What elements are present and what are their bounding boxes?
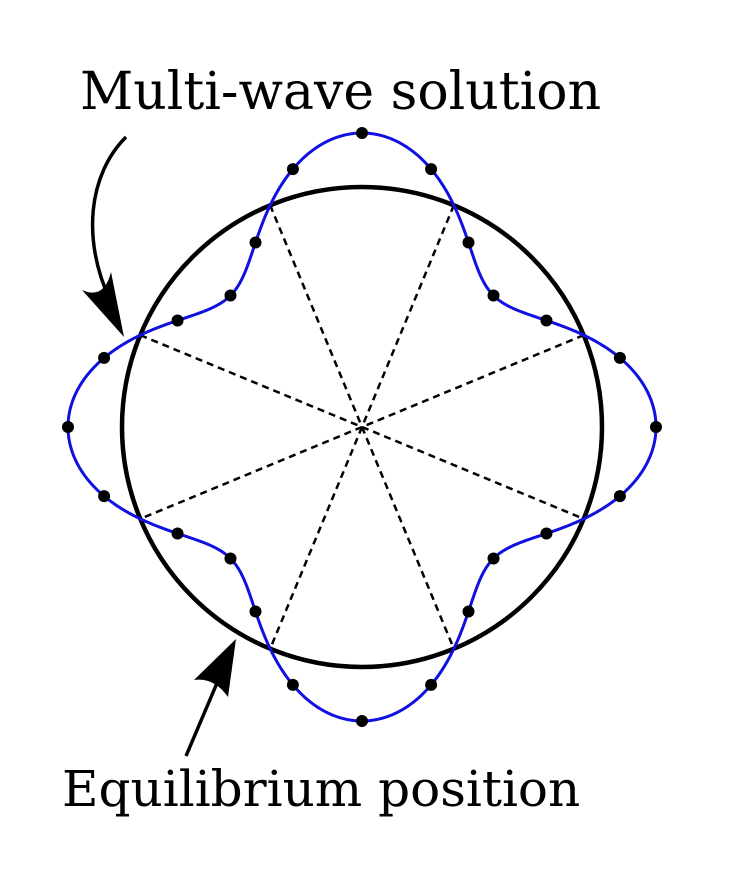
wave-dot — [540, 527, 553, 540]
wave-dot — [62, 421, 74, 433]
wave-dot — [650, 421, 662, 433]
wave-dot — [286, 678, 299, 691]
wave-dot — [487, 552, 500, 565]
wave-dot — [249, 605, 262, 618]
wave-dot — [613, 490, 626, 503]
wave-dot — [171, 527, 184, 540]
spokes — [139, 204, 585, 650]
wave-dot — [224, 552, 237, 565]
equilibrium-circle — [119, 184, 605, 670]
wave-dot — [425, 678, 438, 691]
wave-dot — [286, 163, 299, 176]
wave-dots — [62, 127, 662, 727]
wave-dot — [613, 351, 626, 364]
wave-dot — [224, 289, 237, 302]
wave-dot — [356, 715, 368, 727]
wave-dot — [98, 490, 111, 503]
wave-dot — [356, 127, 368, 139]
multi-wave-label: Multi-wave solution — [80, 62, 602, 122]
wave-dot — [98, 351, 111, 364]
wave-dot — [462, 236, 475, 249]
wave-dot — [249, 236, 262, 249]
spoke-line — [139, 334, 585, 520]
wave-dot — [171, 314, 184, 327]
arrow-equilibrium-icon — [184, 639, 236, 757]
wave-dot — [487, 289, 500, 302]
wave-dot — [425, 163, 438, 176]
wave-dot — [462, 605, 475, 618]
equilibrium-label: Equilibrium position — [62, 760, 581, 818]
arrow-multi-wave-icon — [82, 135, 128, 337]
wave-dot — [540, 314, 553, 327]
